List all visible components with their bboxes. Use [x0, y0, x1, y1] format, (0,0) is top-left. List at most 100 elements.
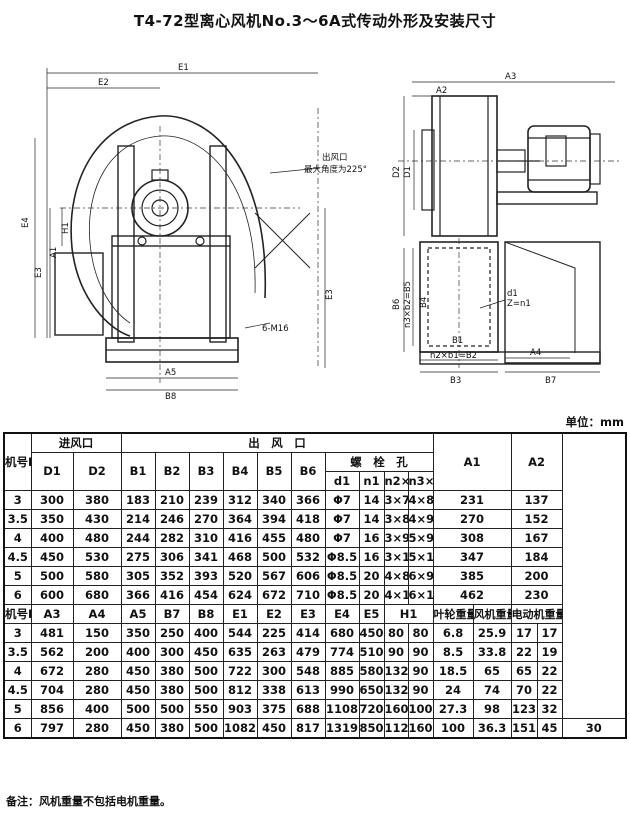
- table-cell: 250: [154, 623, 190, 643]
- table-cell: 624: [222, 585, 258, 605]
- table-cell: 380: [154, 680, 190, 700]
- header-b5: B5: [256, 452, 292, 491]
- table-cell: 720: [358, 699, 385, 719]
- table-cell: 90: [407, 642, 434, 662]
- table-cell: 312: [222, 490, 258, 510]
- table-cell: 90: [383, 642, 409, 662]
- table-cell: 280: [72, 718, 122, 739]
- table-cell: 32: [536, 699, 563, 719]
- table-cell: 500: [154, 699, 190, 719]
- table-cell: 580: [72, 566, 122, 586]
- table-cell: 418: [290, 509, 326, 529]
- table-cell: 580: [358, 661, 385, 681]
- table-cell: 4×98.5: [407, 509, 434, 529]
- table-cell: 520: [222, 566, 258, 586]
- table-cell: 450: [120, 680, 156, 700]
- label-b6: B6: [392, 299, 402, 310]
- table-cell: 479: [290, 642, 326, 662]
- table-cell: 25.9: [472, 623, 512, 643]
- header-b1: B1: [120, 452, 156, 491]
- table-cell: 400: [120, 642, 156, 662]
- table-cell: 4.5: [3, 680, 32, 700]
- table-cell: 480: [290, 528, 326, 548]
- table-cell: 3×94: [383, 528, 409, 548]
- table-cell: 812: [222, 680, 258, 700]
- label-a2: A2: [436, 86, 447, 96]
- table-cell: 600: [30, 585, 74, 605]
- table-cell: 350: [120, 623, 156, 643]
- table-cell: 3×70: [383, 490, 409, 510]
- table-row: 6600680366416454624672710Φ8.5204×1046×11…: [3, 585, 626, 605]
- table-cell: 112: [383, 718, 409, 739]
- label-d1-small: d1: [507, 289, 518, 299]
- table-cell: 380: [154, 718, 190, 739]
- table-cell: 450: [30, 547, 74, 567]
- header-b6: B6: [290, 452, 326, 491]
- table-cell: 16: [358, 547, 385, 567]
- header-b8: B8: [188, 604, 224, 624]
- table-cell: 567: [256, 566, 292, 586]
- table-cell: 722: [222, 661, 258, 681]
- table-cell: 562: [30, 642, 74, 662]
- table-cell: 450: [120, 718, 156, 739]
- label-n2b1: n2×b1=B2: [430, 351, 477, 361]
- table-cell: 548: [290, 661, 326, 681]
- table-row: 4.5450530275306341468500532Φ8.5163×1025×…: [3, 547, 626, 567]
- table-cell: 704: [30, 680, 74, 700]
- table-cell: 5: [3, 566, 32, 586]
- table-cell: 45: [536, 718, 563, 739]
- table-cell: 366: [290, 490, 326, 510]
- table-cell: 5×100: [407, 547, 434, 567]
- table-cell: 17: [536, 623, 563, 643]
- label-b8: B8: [165, 392, 176, 402]
- table-cell: 6: [3, 718, 32, 739]
- label-e1: E1: [178, 63, 189, 73]
- table-cell: 184: [510, 547, 563, 567]
- table-cell: 680: [72, 585, 122, 605]
- table-cell: Φ7: [324, 528, 360, 548]
- label-e4: E4: [21, 217, 31, 228]
- table-cell: 6×94.5: [407, 566, 434, 586]
- table-cell: 74: [472, 680, 512, 700]
- table-cell: 20: [358, 566, 385, 586]
- table-cell: 544: [222, 623, 258, 643]
- table-cell: 90: [407, 680, 434, 700]
- table-cell: 4×85: [407, 490, 434, 510]
- header-small-d1: d1: [324, 471, 360, 491]
- table-cell: 246: [154, 509, 190, 529]
- label-b4: B4: [419, 297, 429, 308]
- header-e5: E5: [358, 604, 385, 624]
- table-cell: 454: [188, 585, 224, 605]
- table-cell: 310: [188, 528, 224, 548]
- table-cell: 990: [324, 680, 360, 700]
- table-cell: Φ8.5: [324, 585, 360, 605]
- table-cell: 3.5: [3, 509, 32, 529]
- table-cell: 400: [188, 623, 224, 643]
- label-b7: B7: [545, 376, 556, 386]
- table-cell: 22: [536, 680, 563, 700]
- table-cell: 14: [358, 509, 385, 529]
- table-cell: 450: [256, 718, 292, 739]
- header-e3: E3: [290, 604, 326, 624]
- table-cell: 90: [407, 661, 434, 681]
- header-n3b2: n3×b2: [407, 471, 434, 491]
- dimension-table: 机号No. 进风口 出 风 口 A1 A2 D1 D2 B1 B2 B3 B4 …: [3, 432, 627, 739]
- label-e2: E2: [98, 78, 109, 88]
- table-cell: 450: [120, 661, 156, 681]
- table-cell: 500: [188, 718, 224, 739]
- table-cell: 500: [120, 699, 156, 719]
- table-cell: 14: [358, 490, 385, 510]
- table-cell: 22: [510, 642, 538, 662]
- table-cell: 856: [30, 699, 74, 719]
- table-cell: 100: [432, 718, 474, 739]
- table-cell: 430: [72, 509, 122, 529]
- table-cell: 5: [3, 699, 32, 719]
- table-cell: 774: [324, 642, 360, 662]
- header-outlet: 出 风 口: [120, 432, 434, 453]
- table-cell: 132: [383, 661, 409, 681]
- header-n1: n1: [358, 471, 385, 491]
- table-cell: 510: [358, 642, 385, 662]
